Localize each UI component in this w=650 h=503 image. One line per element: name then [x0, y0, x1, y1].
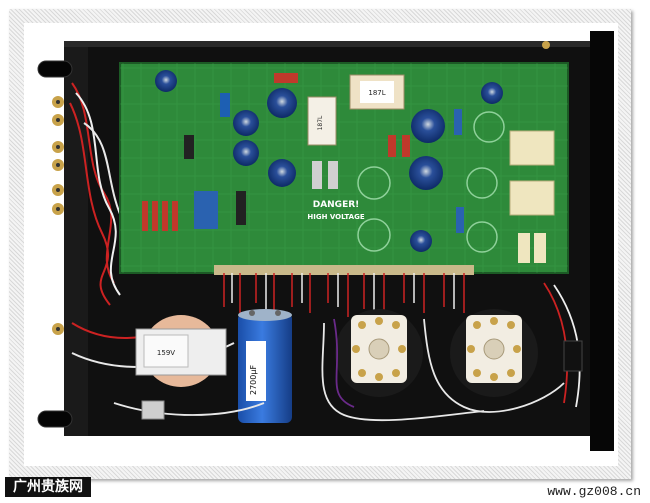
tube-sockets-board [357, 111, 505, 253]
power-transformer: 159V [135, 315, 227, 387]
handle-bottom [37, 410, 73, 428]
rca-jacks [52, 96, 64, 335]
output-tube-socket-left [335, 309, 423, 397]
resistor-array [142, 73, 464, 233]
board-transformer-side: 187L [307, 96, 337, 146]
board-transformer-top: 187L [349, 74, 405, 110]
chassis-right-panel [590, 31, 614, 451]
transformer-label-side: 187L [317, 115, 324, 130]
chassis-top-edge [64, 41, 590, 47]
top-connector [542, 41, 550, 49]
site-logo: 广州贵族网 [5, 477, 91, 497]
output-tube-socket-right [450, 309, 538, 397]
site-url: www.gz008.cn [547, 484, 641, 499]
power-inlet [563, 340, 583, 372]
transformer-label-top: 187L [368, 89, 385, 97]
fuse-holder [141, 400, 165, 420]
capacitor-value-label: 2700µF [249, 365, 258, 395]
warning-label-danger: DANGER! [313, 200, 360, 210]
transformer-label-bottom: 159V [157, 349, 175, 357]
electrolytic-capacitors [155, 70, 503, 252]
chassis-left-rail [64, 41, 88, 436]
handle-top [37, 60, 73, 78]
main-filter-capacitor: 2700µF [238, 309, 292, 423]
amplifier-photo: 187L 187L DANGER! HIGH VOLTAGE 159V 2700… [24, 23, 618, 466]
film-capacitors [509, 130, 555, 263]
warning-label-high-voltage: HIGH VOLTAGE [307, 213, 364, 221]
board-terminal-strip [214, 265, 474, 317]
